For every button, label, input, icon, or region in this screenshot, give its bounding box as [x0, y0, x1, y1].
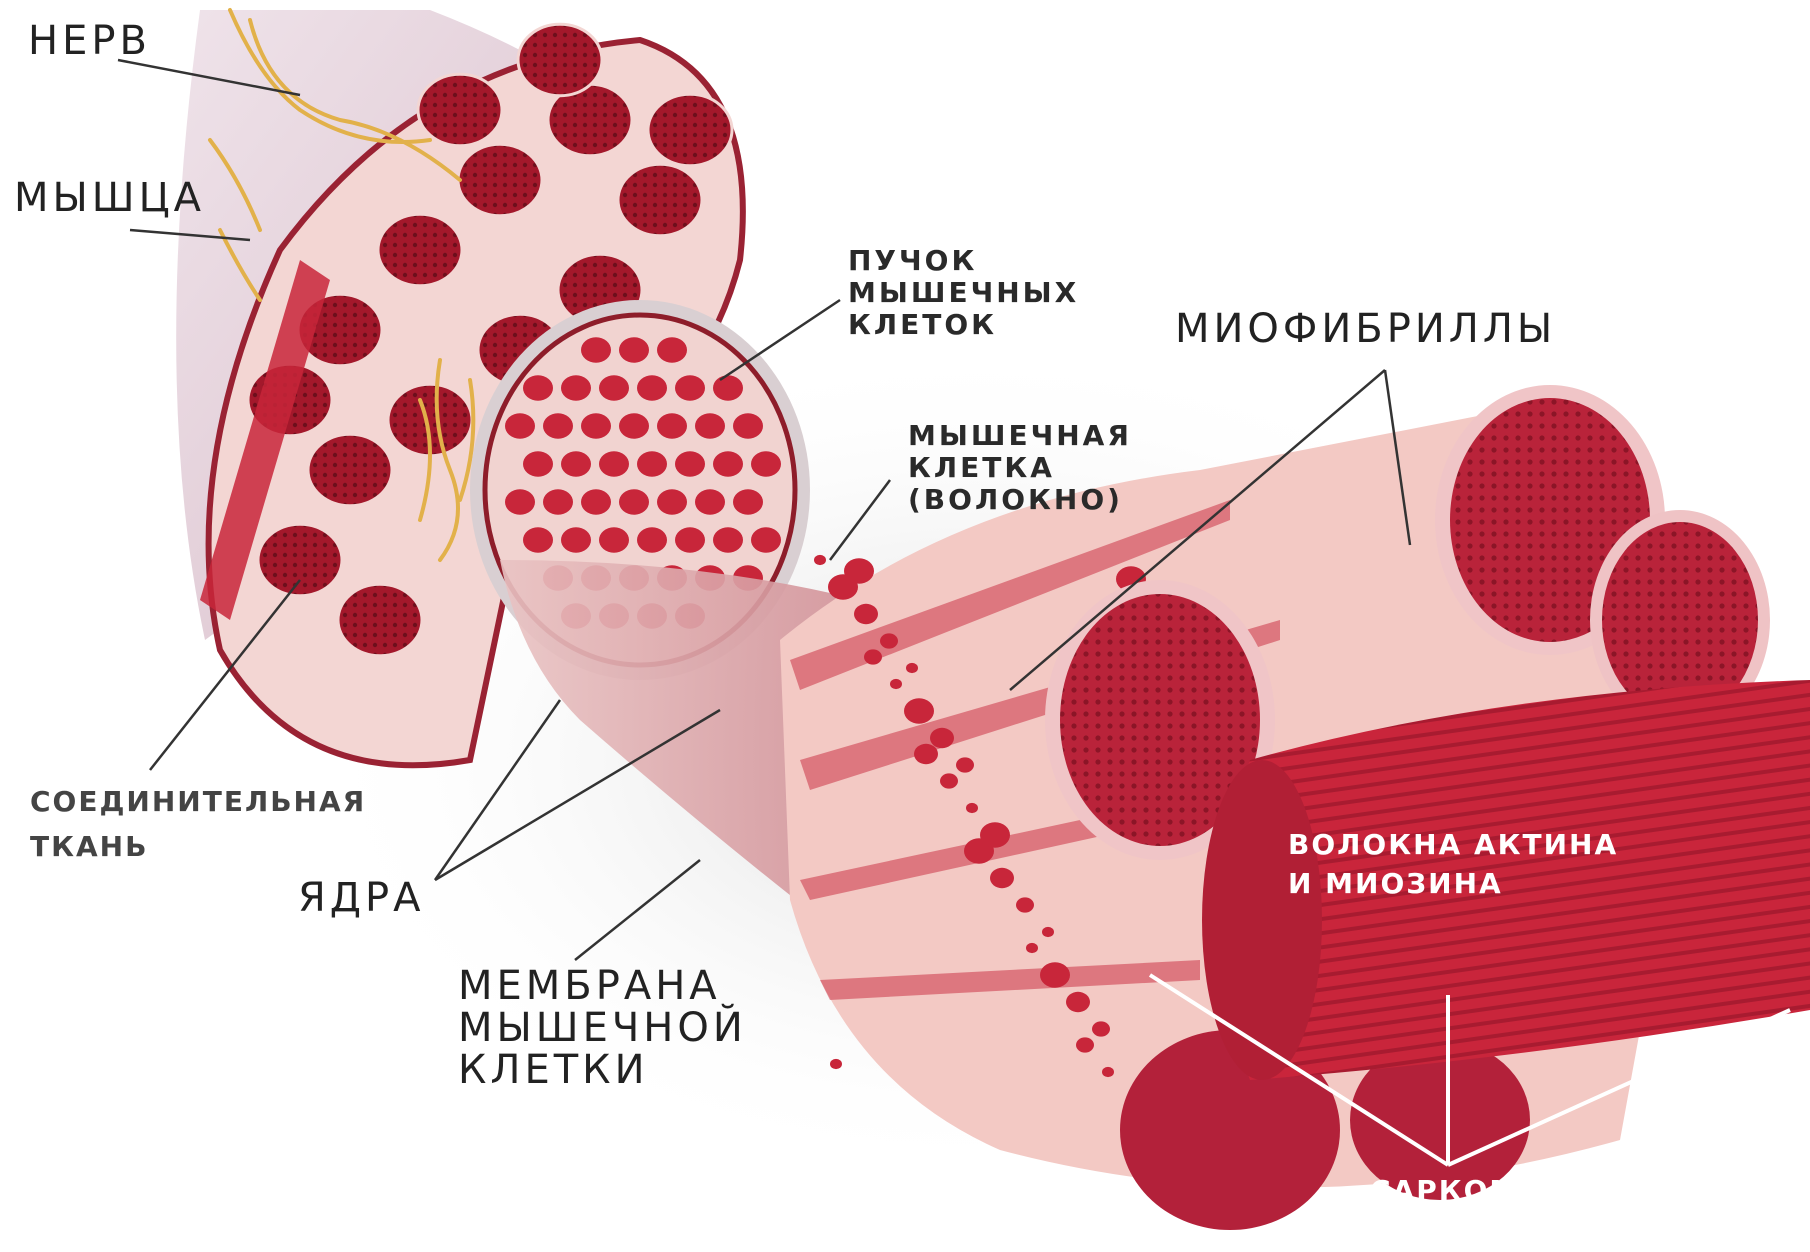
muscle-cell-section — [543, 489, 573, 515]
fiber-pore — [814, 555, 826, 565]
muscle-cell-section — [695, 489, 725, 515]
fiber-pore — [1026, 943, 1038, 953]
fiber-pore — [980, 822, 1010, 848]
muscle-cell-section — [733, 413, 763, 439]
label-actin-myosin: ВОЛОКНА АКТИНА И МИОЗИНА — [1288, 825, 1618, 903]
muscle-cell-section — [657, 413, 687, 439]
muscle-cell-section — [523, 527, 553, 553]
muscle-cell-section — [675, 527, 705, 553]
muscle-cell-section — [561, 451, 591, 477]
fascicle — [648, 94, 732, 165]
fascicle — [458, 144, 542, 215]
muscle-cell-section — [523, 451, 553, 477]
muscle-cell-section — [637, 527, 667, 553]
label-bundle: ПУЧОК МЫШЕЧНЫХ КЛЕТОК — [848, 245, 1079, 342]
muscle-cell-section — [599, 527, 629, 553]
muscle-cell-section — [695, 413, 725, 439]
fascicle — [378, 214, 462, 285]
muscle-cell-section — [713, 451, 743, 477]
muscle-cell-section — [599, 375, 629, 401]
fascicle — [518, 24, 602, 95]
muscle-cell-section — [523, 375, 553, 401]
muscle-cell-section — [505, 413, 535, 439]
fiber-pore — [1102, 1067, 1114, 1077]
muscle-cell-section — [751, 527, 781, 553]
muscle-cell-section — [657, 337, 687, 363]
fiber-pore — [930, 728, 954, 748]
muscle-cell-section — [581, 413, 611, 439]
muscle-cell-section — [713, 375, 743, 401]
fiber-pore — [956, 757, 974, 772]
fascicle — [338, 584, 422, 655]
fascicle — [618, 164, 702, 235]
fiber-pore — [864, 649, 882, 664]
label-nerve: НЕРВ — [28, 18, 151, 64]
label-muscle: МЫШЦА — [14, 175, 205, 221]
fascicle — [308, 434, 392, 505]
fiber-pore — [1016, 897, 1034, 912]
fiber-pore — [1042, 927, 1054, 937]
label-sarcomere: САРКОМЕР — [1370, 1175, 1563, 1207]
muscle-cell-section — [637, 451, 667, 477]
fascicle — [418, 74, 502, 145]
muscle-cell-section — [637, 375, 667, 401]
muscle-cell-section — [505, 489, 535, 515]
muscle-cell-section — [675, 451, 705, 477]
fiber-pore — [890, 679, 902, 689]
fiber-pore — [990, 868, 1014, 888]
fascicle — [258, 524, 342, 595]
muscle-cell-section — [543, 413, 573, 439]
fiber-pore — [880, 633, 898, 648]
fiber-pore — [1066, 992, 1090, 1012]
muscle-cell-section — [675, 375, 705, 401]
muscle-cell-section — [619, 489, 649, 515]
fiber-pore — [904, 698, 934, 724]
fiber-pore — [914, 744, 938, 764]
fiber-pore — [966, 803, 978, 813]
label-myofibrils: МИОФИБРИЛЛЫ — [1175, 306, 1556, 352]
fiber-pore — [940, 773, 958, 788]
muscle-cell-section — [751, 451, 781, 477]
muscle-cell-section — [619, 337, 649, 363]
fiber-pore — [830, 1059, 842, 1069]
fiber-pore — [854, 604, 878, 624]
muscle-cell-section — [581, 489, 611, 515]
muscle-cell-section — [733, 489, 763, 515]
label-membrane: МЕМБРАНА МЫШЕЧНОЙ КЛЕТКИ — [458, 965, 747, 1091]
label-connective-tissue: СОЕДИНИТЕЛЬНАЯ ТКАНЬ — [30, 780, 366, 870]
muscle-cell-section — [581, 337, 611, 363]
muscle-cell-section — [657, 489, 687, 515]
muscle-cell-section — [599, 451, 629, 477]
muscle-cell-section — [619, 413, 649, 439]
muscle-cell-section — [561, 527, 591, 553]
label-nuclei: ЯДРА — [298, 875, 425, 921]
fiber-pore — [844, 558, 874, 584]
fiber-pore — [1076, 1037, 1094, 1052]
fiber-pore — [906, 663, 918, 673]
fiber-pore — [1092, 1021, 1110, 1036]
label-muscle-cell: МЫШЕЧНАЯ КЛЕТКА (ВОЛОКНО) — [908, 420, 1132, 517]
muscle-cell-section — [713, 527, 743, 553]
muscle-cell-section — [561, 375, 591, 401]
fiber-pore — [1040, 962, 1070, 988]
